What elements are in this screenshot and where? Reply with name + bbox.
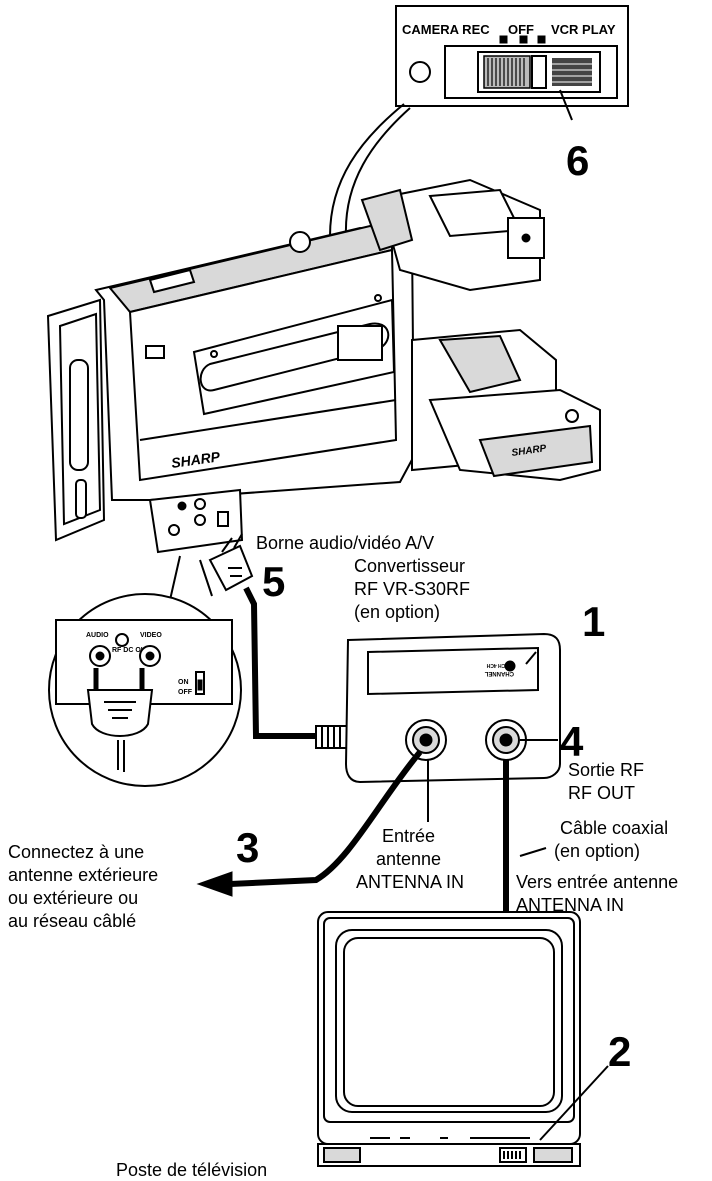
rf-dc-out-label: RF DC OUT — [112, 647, 151, 654]
step-2-number: 2 — [608, 1028, 631, 1075]
step-4-number: 4 — [560, 718, 584, 765]
connect-label-line2: antenne extérieure — [8, 865, 158, 885]
av-terminal-label: Borne audio/vidéo A/V — [256, 533, 434, 553]
record-button-icon — [409, 61, 431, 83]
converter-label-line1: Convertisseur — [354, 556, 465, 576]
step-3-number: 3 — [236, 824, 259, 871]
rf-out-label-line2: RF OUT — [568, 783, 635, 803]
to-antenna-label-line1: Vers entrée antenne — [516, 872, 678, 892]
converter-label-line2: RF VR-S30RF — [354, 579, 470, 599]
channel-selector[interactable] — [504, 660, 516, 672]
mode-slider-switch[interactable] — [483, 55, 592, 89]
step-5-number: 5 — [262, 558, 285, 605]
off-label: OFF — [508, 22, 534, 37]
strap-brand-label: SHARP — [511, 443, 548, 459]
off-label-jack: OFF — [178, 689, 193, 696]
vcr-play-label: VCR PLAY — [551, 22, 616, 37]
antenna-in-label-line3: ANTENNA IN — [356, 872, 464, 892]
step-6-number: 6 — [566, 137, 589, 184]
channel-label: CHANNEL — [484, 670, 514, 676]
mode-switch-inset: CAMERA REC OFF VCR PLAY — [395, 5, 629, 121]
connect-label-line1: Connectez à une — [8, 842, 144, 862]
audio-jack-label: AUDIO — [86, 632, 109, 639]
to-antenna-label-line2: ANTENNA IN — [516, 895, 624, 915]
coax-cable-label-line1: Câble coaxial — [560, 818, 668, 838]
video-jack-label: VIDEO — [140, 632, 162, 639]
coax-cable-label-line2: (en option) — [554, 841, 640, 861]
camera-rec-label: CAMERA REC — [402, 22, 490, 37]
converter-label-line3: (en option) — [354, 602, 440, 622]
tv-label: Poste de télévision — [116, 1160, 267, 1180]
rf-converter-box: CHANNEL 3CH 4CH — [344, 632, 561, 784]
rf-out-label-line1: Sortie RF — [568, 760, 644, 780]
camcorder-illustration: SHARP SHARP — [46, 178, 601, 554]
camera-brand-label: SHARP — [170, 448, 221, 471]
step-1-number: 1 — [582, 598, 605, 645]
on-label: ON — [178, 679, 189, 686]
antenna-in-jack[interactable] — [405, 719, 447, 761]
connect-label-line4: au réseau câblé — [8, 911, 136, 931]
channel-values-label: 3CH 4CH — [486, 662, 508, 668]
jack-panel-magnified: AUDIO RF DC OUT VIDEO ON OFF — [48, 593, 242, 787]
connect-label-line3: ou extérieure ou — [8, 888, 138, 908]
av-plug-cable — [208, 533, 349, 749]
antenna-in-label-line2: antenne — [376, 849, 441, 869]
antenna-in-label-line1: Entrée — [382, 826, 435, 846]
rf-out-jack[interactable] — [485, 719, 527, 761]
television — [317, 911, 581, 1167]
